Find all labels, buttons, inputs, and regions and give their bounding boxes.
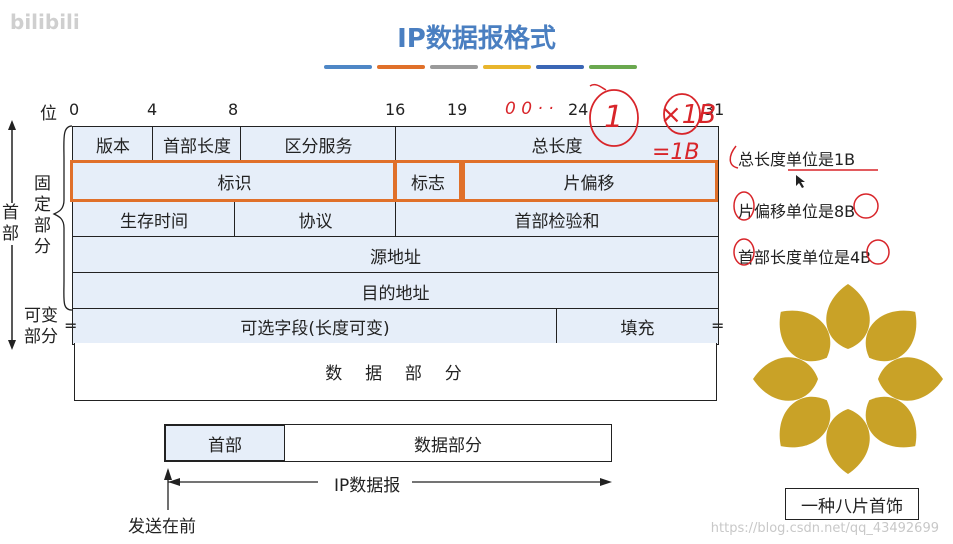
handwriting-eq-1b: =1B xyxy=(652,140,700,165)
url-watermark: https://blog.csdn.net/qq_43492699 xyxy=(710,521,939,536)
variable-side-label: 可变部分 xyxy=(24,306,58,347)
bit-label: 位 xyxy=(40,104,57,124)
handwriting-circles xyxy=(589,83,701,147)
datagram-arrows xyxy=(164,468,612,510)
handwriting-times-1b: ×1B xyxy=(660,100,717,130)
bit-number: 19 xyxy=(447,100,468,119)
bilibili-logo: bilibili xyxy=(10,10,80,34)
page-title: IP数据报格式 xyxy=(397,24,556,54)
bit-number: 16 xyxy=(385,100,406,119)
field-total-length: 总长度 xyxy=(395,126,719,162)
highlight-identification xyxy=(70,160,396,202)
break-mark-left: = xyxy=(64,316,78,335)
flower-caption: 一种八片首饰 xyxy=(785,488,919,520)
bit-number: 31 xyxy=(704,100,725,119)
color-bar xyxy=(536,65,584,69)
send-first-label: 发送在前 xyxy=(128,517,196,537)
handwriting-range: 0 0 · · xyxy=(505,99,554,119)
highlight-fragment-offset xyxy=(462,160,718,202)
break-mark-right: = xyxy=(711,316,725,335)
datagram-header: 首部 xyxy=(164,424,286,462)
note-total-length: 总长度单位是1B xyxy=(738,150,856,169)
datagram-data: 数据部分 xyxy=(284,424,612,462)
note-fragment-offset: 片偏移单位是8B xyxy=(738,202,856,221)
color-bar xyxy=(483,65,531,69)
color-bar xyxy=(377,65,425,69)
flower-ornament-icon xyxy=(753,284,943,474)
color-bar xyxy=(324,65,372,69)
color-bar xyxy=(430,65,478,69)
highlight-flags xyxy=(394,160,462,202)
field-differentiated-services: 区分服务 xyxy=(240,126,397,162)
color-bar xyxy=(589,65,637,69)
bit-number: 8 xyxy=(228,100,239,119)
field-data-part: 数 据 部 分 xyxy=(74,343,717,401)
note-header-length: 首部长度单位是4B xyxy=(738,248,872,267)
field-protocol: 协议 xyxy=(234,200,397,238)
field-header-checksum: 首部检验和 xyxy=(395,200,719,238)
bit-number: 4 xyxy=(147,100,158,119)
datagram-label: IP数据报 xyxy=(332,471,403,496)
mouse-cursor-icon xyxy=(796,175,805,188)
field-destination-address: 目的地址 xyxy=(72,272,719,310)
bit-number: 0 xyxy=(69,100,80,119)
field-version: 版本 xyxy=(72,126,154,162)
handwriting-one: 1 xyxy=(604,100,624,135)
field-fragment-offset: 片偏移 xyxy=(459,160,719,202)
fixed-side-label: 固定部分 xyxy=(34,174,51,257)
field-padding: 填充 xyxy=(556,308,719,345)
bit-number: 24 xyxy=(568,100,589,119)
note-marks xyxy=(729,145,890,266)
field-header-length: 首部长度 xyxy=(152,126,242,162)
field-ttl: 生存时间 xyxy=(72,200,236,238)
field-options: 可选字段(长度可变) xyxy=(72,308,558,345)
header-side-label: 首部 xyxy=(2,203,22,245)
field-source-address: 源地址 xyxy=(72,236,719,274)
